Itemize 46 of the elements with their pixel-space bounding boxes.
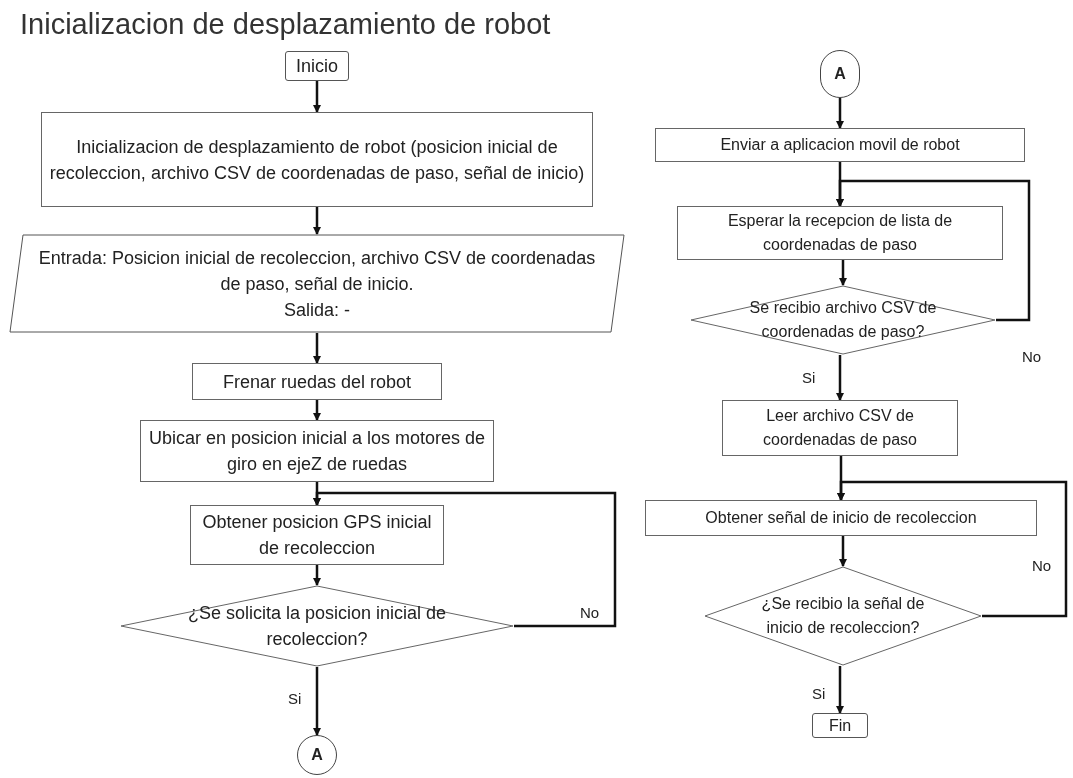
- node-text: Esperar la recepcion de lista de coordenadas de paso: [726, 211, 954, 255]
- terminal-box: [285, 51, 349, 81]
- arrow: [836, 98, 844, 129]
- node-text: Entrada: Posicion inicial de recoleccion, archivo CSV de coordenadas de paso, señal de inicio.: [37, 246, 597, 296]
- io-parallelogram: [9, 234, 625, 333]
- terminal-box: [812, 713, 868, 738]
- process-box: [722, 400, 958, 456]
- node-text: Obtener señal de inicio de recoleccion: [705, 508, 977, 528]
- arrow: [836, 179, 1031, 322]
- node-text: Inicio: [296, 55, 338, 78]
- decision-diamond: [704, 566, 982, 666]
- process-box: [140, 420, 494, 482]
- arrow: [836, 355, 844, 401]
- node-text: ¿Se recibio la señal de inicio de recoleccion?: [760, 594, 926, 638]
- arrow: [836, 666, 844, 714]
- arrow: [837, 480, 1068, 618]
- process-box: [41, 112, 593, 207]
- arrow: [313, 565, 321, 586]
- node-text: Inicializacion de desplazamiento de robot (posicion inicial de recoleccion, archivo CSV de coordenadas de paso, señal de inicio): [48, 135, 586, 185]
- node-text: Enviar a aplicacion movil de robot: [720, 135, 960, 155]
- arrow: [313, 491, 617, 628]
- arrow: [313, 667, 321, 736]
- node-text: Fin: [828, 715, 852, 736]
- node-text: Frenar ruedas del robot: [222, 370, 412, 394]
- decision-diamond: [120, 585, 514, 667]
- process-box: [677, 206, 1003, 260]
- arrow: [839, 536, 847, 567]
- node-text: Ubicar en posicion inicial a los motores de giro en ejeZ de ruedas: [147, 427, 487, 476]
- process-box: [645, 500, 1037, 536]
- node-text: Obtener posicion GPS inicial de recoleccion: [201, 511, 433, 560]
- arrow: [839, 260, 847, 286]
- node-text: Salida: -: [283, 298, 350, 322]
- arrow: [313, 333, 321, 364]
- arrow: [313, 400, 321, 421]
- arrow: [313, 81, 321, 113]
- arrow: [313, 207, 321, 235]
- process-box: [655, 128, 1025, 162]
- node-text: A: [311, 745, 323, 765]
- node-text: Leer archivo CSV de coordenadas de paso: [762, 406, 918, 450]
- decision-diamond: [690, 285, 996, 355]
- process-box: [190, 505, 444, 565]
- node-text: Se recibio archivo CSV de coordenadas de paso?: [748, 298, 938, 342]
- node-text: A: [834, 64, 846, 84]
- diagram-title: Inicializacion de desplazamiento de robot: [20, 7, 551, 42]
- process-box: [192, 363, 442, 400]
- node-text: ¿Se solicita la posicion inicial de recoleccion?: [186, 602, 448, 651]
